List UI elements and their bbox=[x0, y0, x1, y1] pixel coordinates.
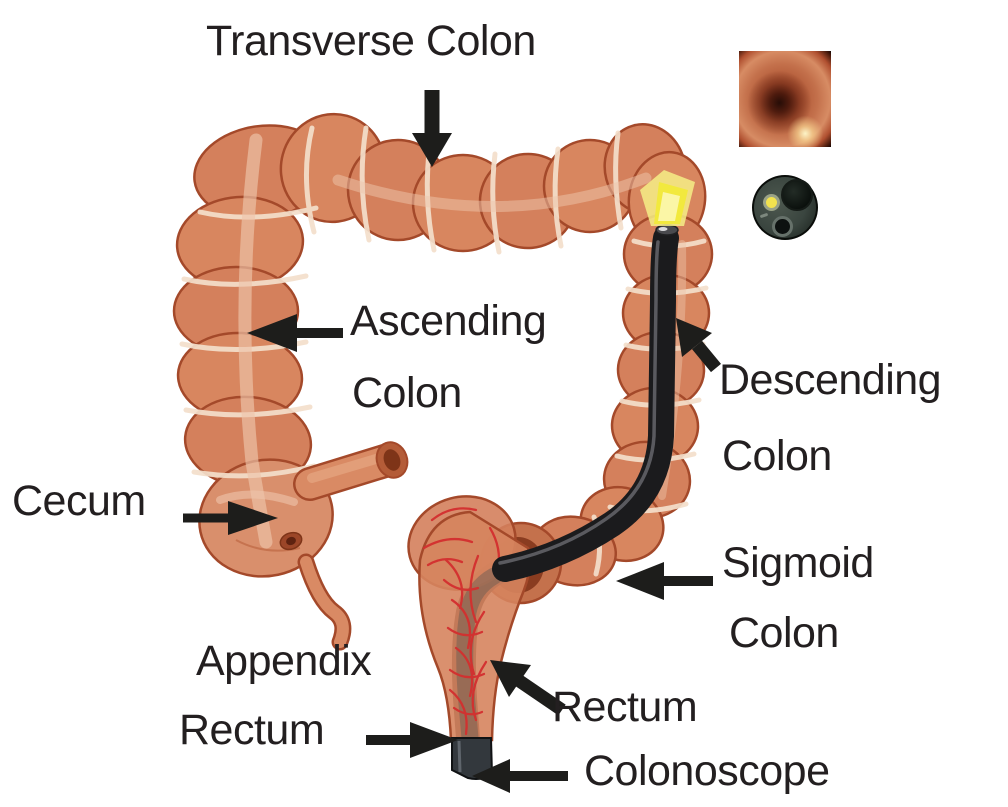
descending-colon-arrow bbox=[676, 318, 722, 373]
scope-channel-icon bbox=[772, 216, 793, 237]
ileum-graphic bbox=[293, 441, 409, 501]
colonoscope-arrow bbox=[472, 759, 568, 793]
colonoscope-tip-image bbox=[752, 175, 818, 240]
label-rectum-left: Rectum bbox=[179, 706, 325, 754]
scope-nozzle-icon bbox=[759, 212, 769, 219]
scope-light-icon bbox=[763, 194, 780, 211]
endoscopic-view-image bbox=[739, 51, 831, 147]
label-appendix: Appendix bbox=[196, 637, 372, 685]
label-ascending-colon-line1: Ascending bbox=[350, 297, 547, 345]
ascending-colon-arrow bbox=[247, 314, 343, 352]
rectum-right-arrow bbox=[490, 660, 566, 716]
label-transverse-colon: Transverse Colon bbox=[206, 17, 536, 65]
label-cecum: Cecum bbox=[12, 477, 146, 525]
label-sigmoid-colon-line2: Colon bbox=[729, 609, 839, 657]
rectum-left-arrow bbox=[366, 722, 458, 758]
label-sigmoid-colon-line1: Sigmoid bbox=[722, 539, 874, 587]
label-descending-colon-line2: Colon bbox=[722, 432, 832, 480]
scope-lens-icon bbox=[781, 179, 813, 211]
label-colonoscope: Colonoscope bbox=[584, 747, 830, 795]
transverse-colon-arrow bbox=[412, 90, 452, 167]
sigmoid-colon-arrow bbox=[616, 562, 713, 600]
scope-tip-gleam bbox=[658, 227, 668, 231]
label-ascending-colon-line2: Colon bbox=[352, 369, 462, 417]
appendix-graphic bbox=[279, 531, 352, 651]
colonoscope-shaft-main bbox=[492, 224, 679, 582]
rectal-vessels bbox=[422, 507, 501, 736]
label-descending-colon-line1: Descending bbox=[719, 356, 942, 404]
cecum-arrow bbox=[183, 501, 278, 535]
scope-light-cone bbox=[640, 170, 695, 226]
label-rectum-right: Rectum bbox=[552, 683, 698, 731]
